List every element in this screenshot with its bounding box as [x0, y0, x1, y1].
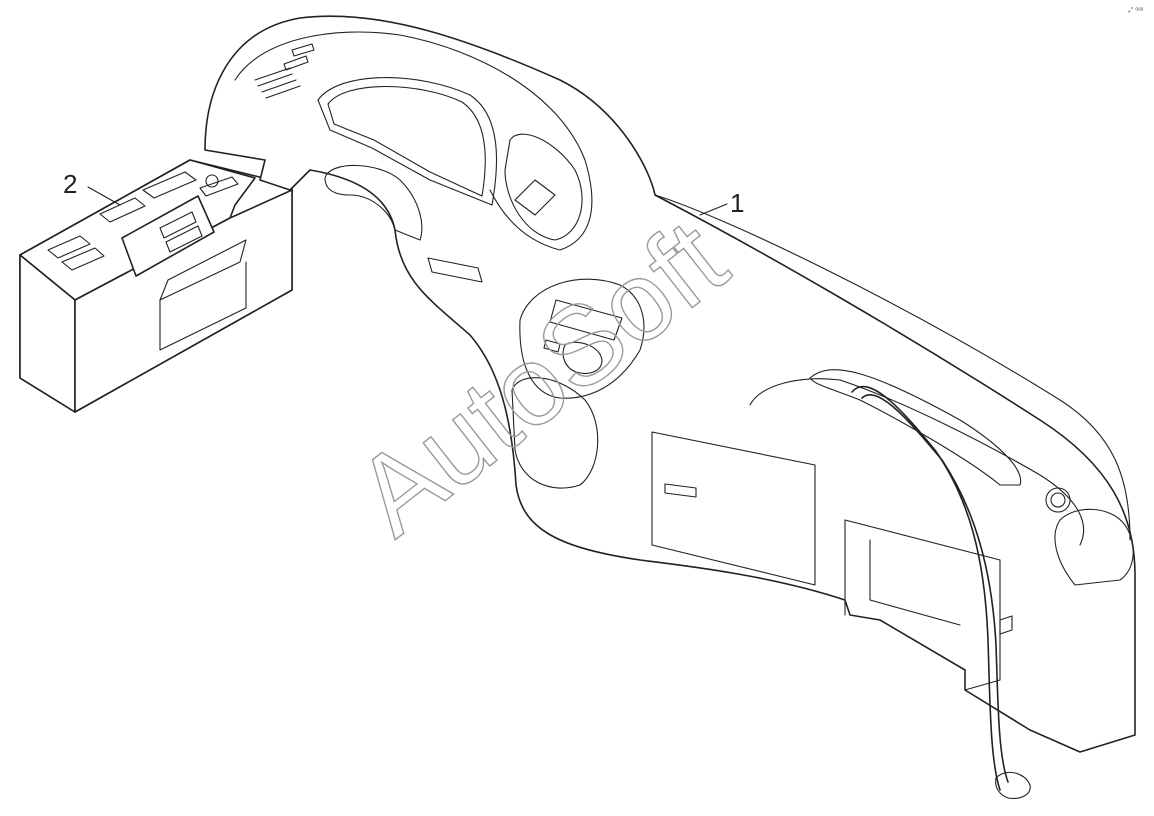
callout-1: 1 — [699, 188, 744, 218]
callout-2-label: 2 — [63, 169, 77, 199]
switch-box-part-2 — [19, 159, 293, 413]
dashboard-part-1 — [204, 15, 1136, 799]
callout-2: 2 — [63, 169, 121, 206]
corner-mark: ₔ° ᵅᵅᵅ — [1128, 6, 1144, 14]
callout-1-label: 1 — [730, 188, 744, 218]
